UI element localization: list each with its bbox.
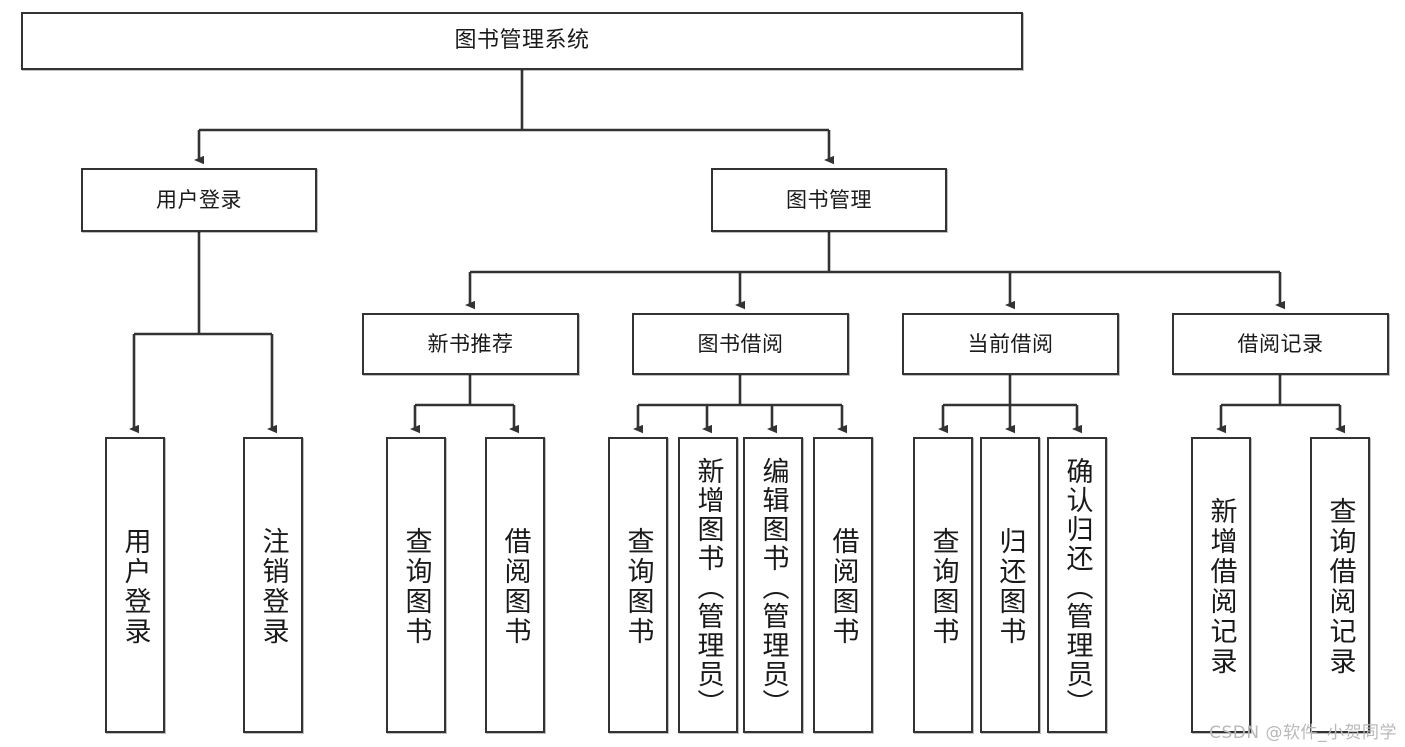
node-label: 借阅记录 (1237, 331, 1324, 356)
node-borrow-record[interactable]: 借阅记录 (1172, 313, 1389, 375)
node-label: 借阅图书 (499, 527, 531, 647)
node-label: 图书管理 (786, 187, 872, 212)
node-label: 用户登录 (119, 527, 151, 647)
node-root-system[interactable]: 图书管理系统 (21, 12, 1023, 70)
node-new-book-recommend[interactable]: 新书推荐 (362, 313, 579, 375)
node-leaf-add-book[interactable]: 新增图书（管理员） (678, 437, 738, 733)
node-label: 确认归还（管理员） (1061, 456, 1093, 718)
node-leaf-user-login[interactable]: 用户登录 (105, 437, 165, 733)
node-label: 编辑图书（管理员） (757, 456, 789, 718)
node-label: 查询图书 (622, 527, 654, 647)
node-user-login[interactable]: 用户登录 (81, 168, 317, 232)
node-leaf-add-record[interactable]: 新增借阅记录 (1191, 437, 1251, 733)
csdn-watermark: CSDN @软件_小贺同学 (1209, 723, 1397, 743)
node-leaf-logout[interactable]: 注销登录 (243, 437, 303, 733)
node-current-borrow[interactable]: 当前借阅 (902, 313, 1119, 375)
node-leaf-query-record[interactable]: 查询借阅记录 (1310, 437, 1370, 733)
node-label: 归还图书 (994, 527, 1026, 647)
node-leaf-borrow-book-1[interactable]: 借阅图书 (485, 437, 545, 733)
node-leaf-edit-book[interactable]: 编辑图书（管理员） (743, 437, 803, 733)
node-label: 查询图书 (927, 527, 959, 647)
node-label: 图书管理系统 (454, 28, 590, 54)
node-label: 当前借阅 (967, 331, 1054, 356)
node-label: 新增图书（管理员） (692, 456, 724, 718)
node-leaf-query-book-2[interactable]: 查询图书 (608, 437, 668, 733)
node-label: 新增借阅记录 (1205, 497, 1237, 677)
node-leaf-confirm-return[interactable]: 确认归还（管理员） (1047, 437, 1107, 733)
node-label: 新书推荐 (427, 331, 514, 356)
node-leaf-return-book[interactable]: 归还图书 (980, 437, 1040, 733)
node-leaf-query-book-3[interactable]: 查询图书 (913, 437, 973, 733)
node-label: 图书借阅 (697, 331, 784, 356)
node-label: 注销登录 (257, 527, 289, 647)
node-label: 查询图书 (400, 527, 432, 647)
node-label: 查询借阅记录 (1324, 497, 1356, 677)
node-leaf-query-book-1[interactable]: 查询图书 (386, 437, 446, 733)
node-leaf-borrow-book-2[interactable]: 借阅图书 (813, 437, 873, 733)
node-book-borrow[interactable]: 图书借阅 (632, 313, 849, 375)
node-book-management[interactable]: 图书管理 (711, 168, 947, 232)
node-label: 借阅图书 (827, 527, 859, 647)
node-label: 用户登录 (156, 187, 242, 212)
